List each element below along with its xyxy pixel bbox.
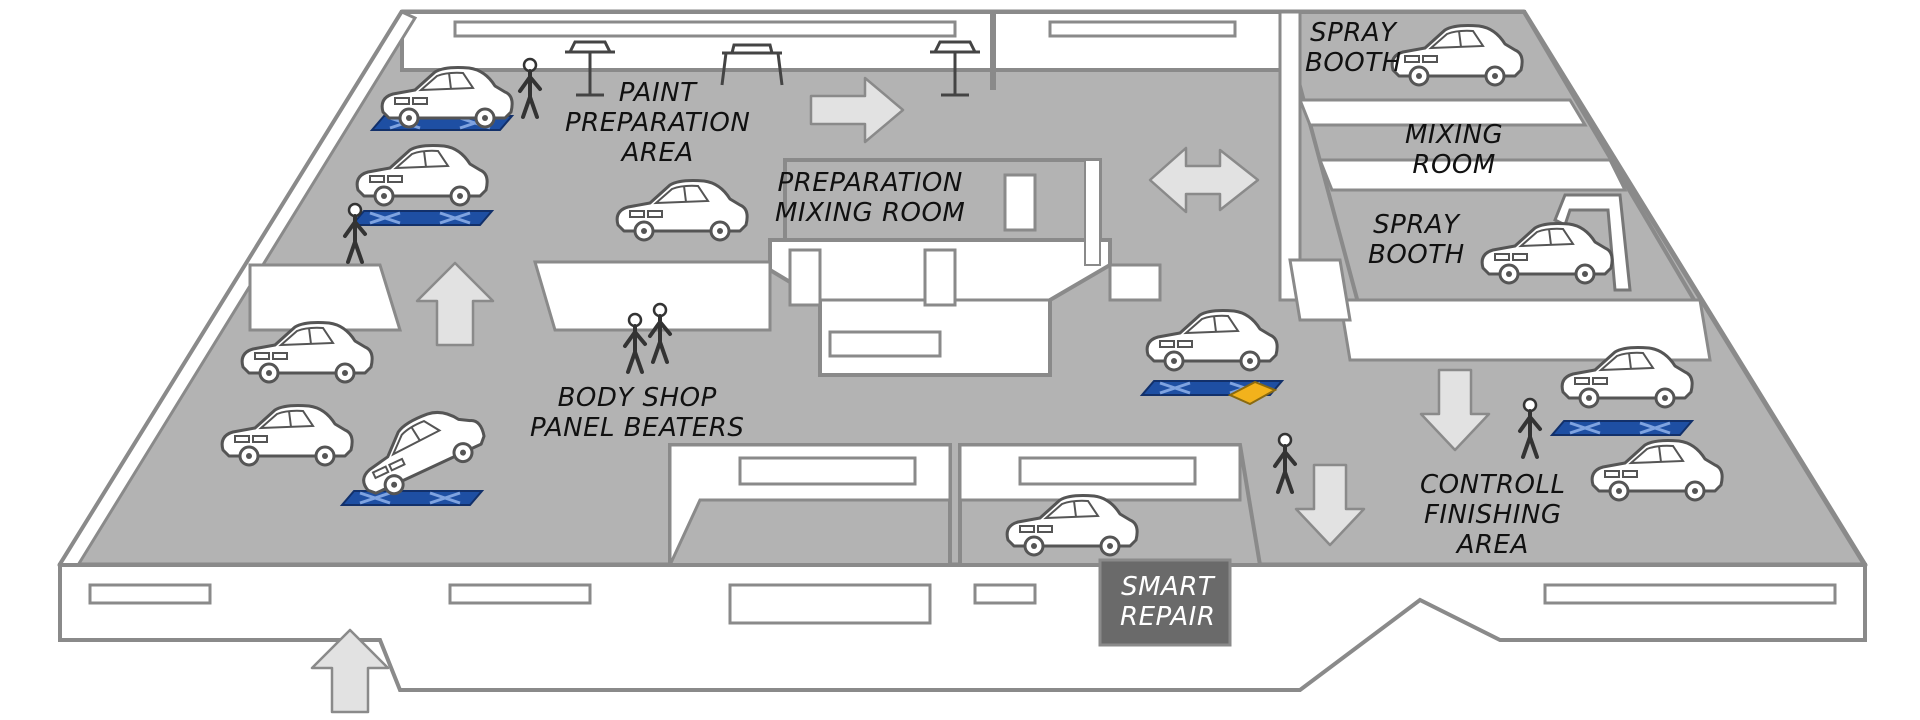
door-icon xyxy=(1003,173,1037,232)
mixing-room-label: MIXING ROOM xyxy=(1405,120,1504,180)
smart-repair-label: SMART REPAIR xyxy=(1120,572,1216,632)
window-icon xyxy=(1543,583,1837,605)
door-icon xyxy=(923,248,957,307)
window-icon xyxy=(728,583,932,625)
controll-finishing-area-label: CONTROLL FINISHING AREA xyxy=(1420,470,1566,560)
window-icon xyxy=(828,330,942,358)
window-icon xyxy=(1018,456,1197,486)
paint-stand-icon xyxy=(565,40,615,97)
window-icon xyxy=(1048,20,1237,38)
door-icon xyxy=(788,248,822,307)
spray-booth-top-label: SPRAY BOOTH xyxy=(1305,18,1402,78)
spray-booth-mid-label: SPRAY BOOTH xyxy=(1368,210,1465,270)
paint-preparation-area-label: PAINT PREPARATION AREA xyxy=(565,78,751,168)
spray-arch-icon xyxy=(1553,193,1632,292)
window-icon xyxy=(453,20,957,38)
preparation-mixing-room-label: PREPARATION MIXING ROOM xyxy=(775,168,966,228)
paint-stand-icon xyxy=(720,43,784,86)
window-icon xyxy=(88,583,212,605)
flow-arrow-icon xyxy=(1148,146,1260,214)
smart-repair-bay xyxy=(1098,558,1232,647)
window-icon xyxy=(448,583,592,605)
window-icon xyxy=(973,583,1037,605)
body-shop-label: BODY SHOP PANEL BEATERS xyxy=(530,383,745,443)
window-icon xyxy=(738,456,917,486)
paint-stand-icon xyxy=(930,40,980,97)
